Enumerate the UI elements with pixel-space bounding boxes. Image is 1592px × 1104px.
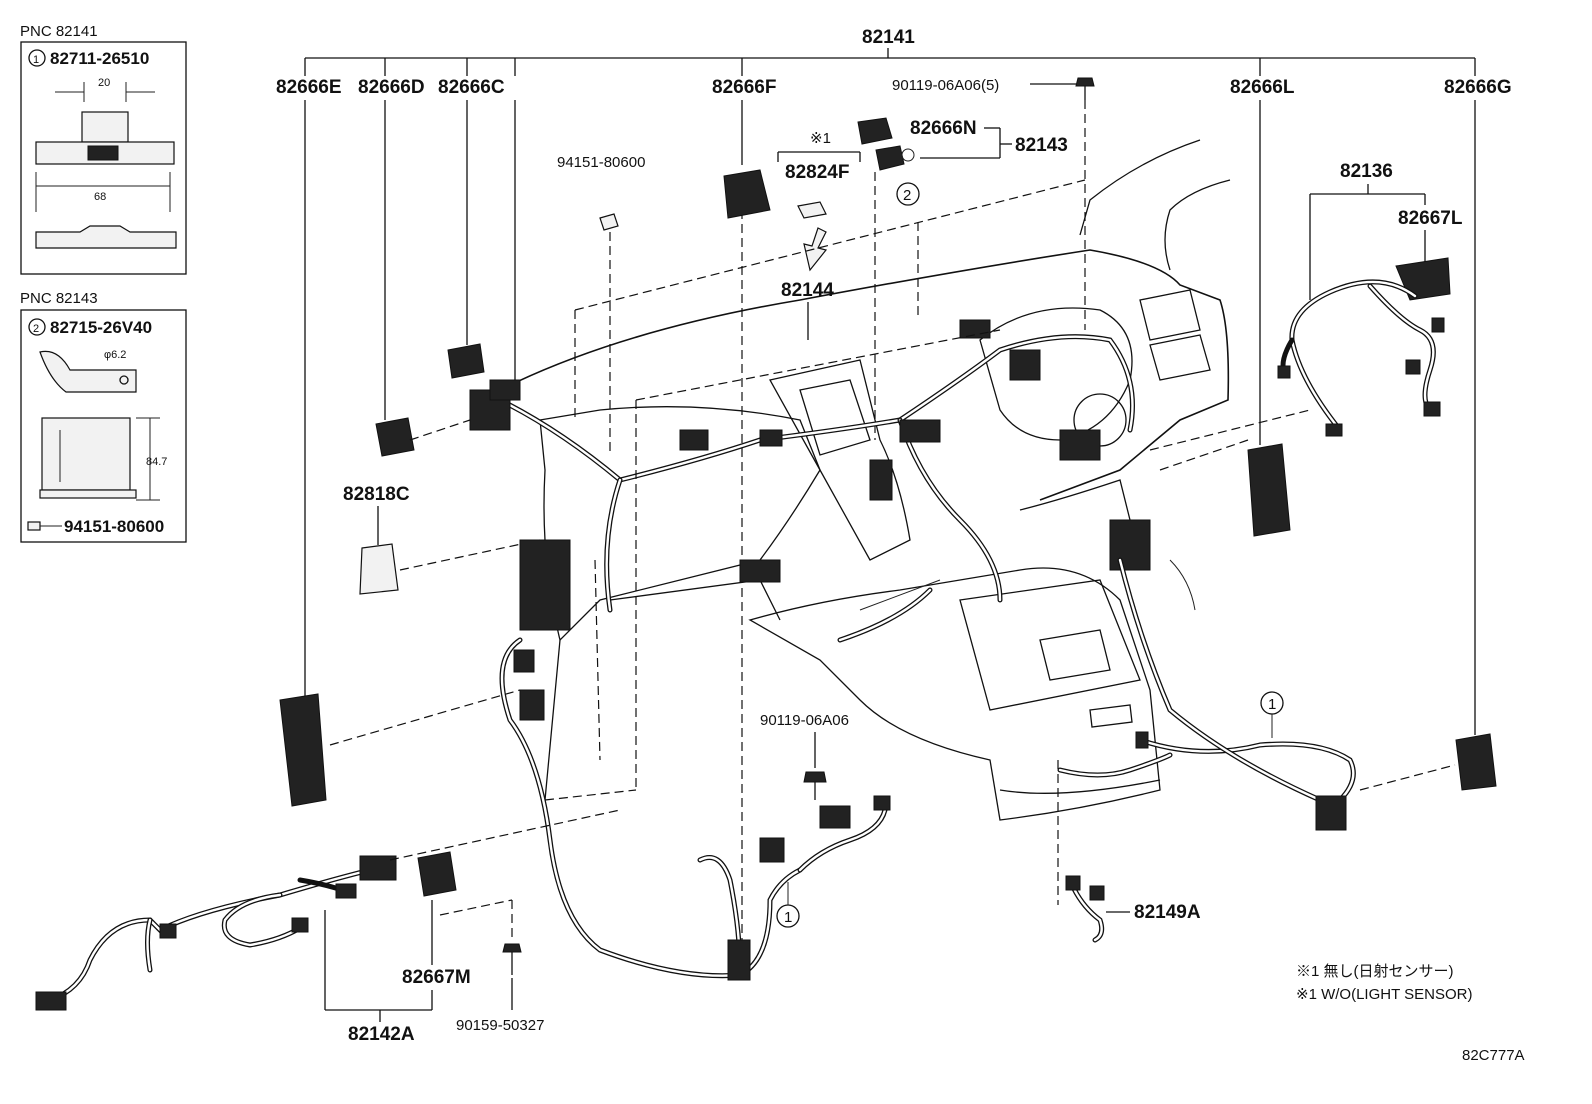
inset-a-circle-icon bbox=[28, 49, 46, 67]
label-82666D: 82666D bbox=[358, 77, 425, 98]
part-82666C bbox=[447, 343, 485, 379]
label-82824F: 82824F bbox=[785, 162, 849, 183]
screw-90159 bbox=[502, 943, 522, 975]
label-82142A: 82142A bbox=[348, 1024, 415, 1045]
part-82666D bbox=[375, 417, 415, 457]
label-82666C: 82666C bbox=[438, 77, 505, 98]
inset-b-dim-diameter: φ6.2 bbox=[104, 349, 126, 361]
harness-console bbox=[1057, 557, 1356, 831]
harness-82144 bbox=[469, 319, 1151, 643]
clip-circle-icon bbox=[901, 148, 915, 162]
inset-82141: PNC 82141 1 82711-26510 20 68 bbox=[20, 23, 187, 275]
label-82818C: 82818C bbox=[343, 484, 410, 505]
label-82667L: 82667L bbox=[1398, 208, 1463, 229]
part-82667M bbox=[417, 851, 457, 897]
inset-82143: PNC 82143 2 82715-26V40 φ6.2 84.7 94151-… bbox=[20, 290, 187, 543]
part-82666F bbox=[723, 169, 771, 219]
label-note-mark: ※1 bbox=[810, 130, 831, 147]
part-82666G bbox=[1455, 733, 1497, 791]
inset-a-part-number: 82711-26510 bbox=[50, 49, 149, 68]
label-82136: 82136 bbox=[1340, 161, 1393, 182]
inset-b-circle-icon bbox=[28, 318, 46, 336]
label-94151-80600: 94151-80600 bbox=[557, 154, 645, 171]
inset-a-circle-number: 1 bbox=[33, 54, 39, 66]
label-82666E: 82666E bbox=[276, 77, 342, 98]
inset-b-pnc: PNC 82143 bbox=[20, 290, 98, 307]
bracket-82141: 82141 bbox=[304, 27, 1476, 76]
inset-a-dim-68: 68 bbox=[94, 191, 106, 203]
inset-b-clip-number: 94151-80600 bbox=[64, 517, 164, 536]
label-82141: 82141 bbox=[862, 27, 915, 48]
inset-a-pnc: PNC 82141 bbox=[20, 23, 98, 40]
inset-b-dim-84-7: 84.7 bbox=[146, 456, 167, 468]
bolt-90119-lower bbox=[803, 771, 827, 800]
figure-code: 82C777A bbox=[1462, 1047, 1525, 1064]
label-90159-50327: 90159-50327 bbox=[456, 1017, 544, 1034]
callout-circle-1-right-number: 1 bbox=[1268, 696, 1276, 713]
part-82818C bbox=[359, 543, 399, 595]
part-82824F bbox=[797, 201, 827, 219]
bolt-90119-top bbox=[1075, 77, 1095, 100]
label-82667M: 82667M bbox=[402, 967, 471, 988]
callout-circle-2-icon bbox=[896, 182, 920, 206]
inset-b-frame bbox=[20, 309, 187, 543]
part-82666L bbox=[1247, 443, 1291, 537]
inset-a-dim-20: 20 bbox=[98, 77, 110, 89]
harness-left-floor bbox=[499, 637, 891, 981]
part-82666N bbox=[857, 117, 905, 171]
instrument-panel-illustration bbox=[499, 139, 1231, 821]
part-82149A bbox=[1065, 875, 1105, 943]
label-82666L: 82666L bbox=[1230, 77, 1295, 98]
callout-circle-1-left-number: 1 bbox=[784, 909, 792, 926]
arrow-icon bbox=[803, 227, 828, 272]
inset-b-circle-number: 2 bbox=[33, 323, 39, 335]
clip-94151 bbox=[599, 213, 619, 231]
part-82667L bbox=[1395, 257, 1451, 301]
label-82149A: 82149A bbox=[1134, 902, 1201, 923]
label-82666N: 82666N bbox=[910, 118, 977, 139]
harness-82142A bbox=[35, 855, 397, 1011]
label-90119-06A06-5: 90119-06A06(5) bbox=[892, 77, 999, 94]
label-82143: 82143 bbox=[1015, 135, 1068, 156]
inset-a-frame bbox=[20, 41, 187, 275]
callout-circle-2-number: 2 bbox=[903, 187, 911, 204]
harness-82136 bbox=[1277, 279, 1445, 437]
inset-b-part-number: 82715-26V40 bbox=[50, 318, 152, 337]
label-82666G: 82666G bbox=[1444, 77, 1512, 98]
label-90119-06A06: 90119-06A06 bbox=[760, 712, 849, 729]
part-82666E bbox=[279, 693, 327, 807]
label-82666F: 82666F bbox=[712, 77, 776, 98]
note-japanese: ※1 無し(日射センサー) bbox=[1296, 963, 1454, 980]
note-english: ※1 W/O(LIGHT SENSOR) bbox=[1296, 986, 1472, 1003]
